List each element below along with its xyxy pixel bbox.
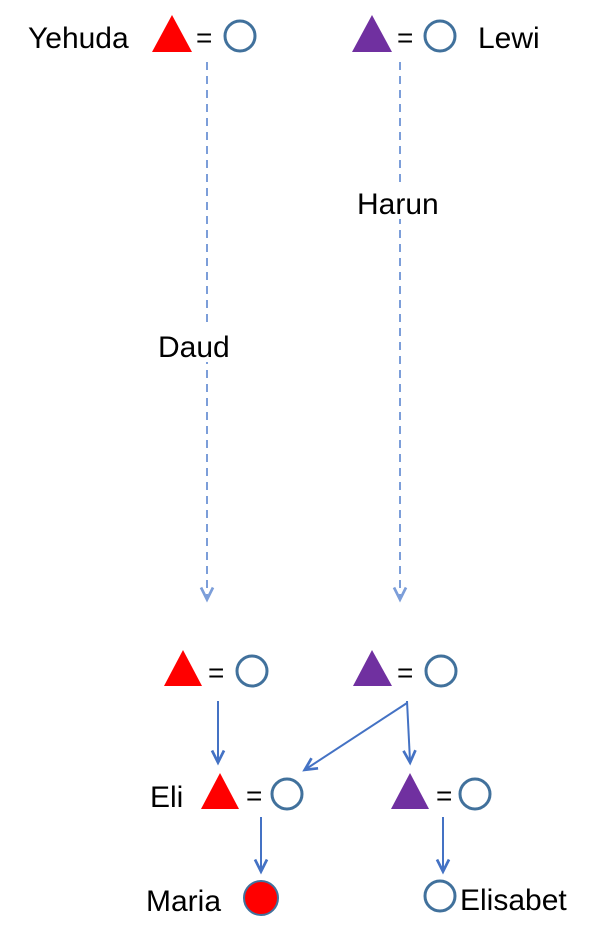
harun-label-background (353, 185, 453, 219)
gen3-right-wife-circle (458, 777, 492, 811)
harun-label: Harun (357, 188, 439, 221)
gen3-left-wife-circle (270, 777, 304, 811)
gen3-right-equals: = (436, 780, 452, 811)
gen1-left-equals: = (196, 22, 212, 53)
lewi-label: Lewi (478, 22, 540, 55)
eli-label: Eli (150, 781, 183, 814)
gen1-left-wife-circle (223, 19, 257, 53)
gen2-right-son-arrow (402, 700, 417, 766)
daud-label: Daud (158, 331, 230, 364)
gen2-right-male-triangle (353, 650, 392, 686)
yehuda-male-triangle (152, 15, 192, 52)
gen2-right-wife-circle (424, 654, 458, 688)
yehuda-label: Yehuda (28, 22, 129, 55)
gen2-right-equals: = (397, 657, 413, 688)
gen2-left-male-triangle (164, 650, 202, 686)
maria-label: Maria (146, 885, 221, 918)
daud-label-background (154, 328, 240, 362)
gen1-right-wife-circle (423, 19, 457, 53)
lewi-male-triangle (352, 15, 392, 52)
gen2-left-equals: = (208, 657, 224, 688)
elisabet-label: Elisabet (460, 884, 567, 917)
elisabet-female-circle (423, 879, 457, 913)
gen3-left-equals: = (246, 780, 262, 811)
gen1-right-equals: = (397, 22, 413, 53)
gen2-left-wife-circle (235, 654, 269, 688)
maria-female-circle (243, 880, 279, 916)
gen2-right-daughter-arrow (302, 702, 408, 772)
gen3-right-male-triangle (391, 773, 429, 809)
eli-male-triangle (201, 773, 239, 809)
